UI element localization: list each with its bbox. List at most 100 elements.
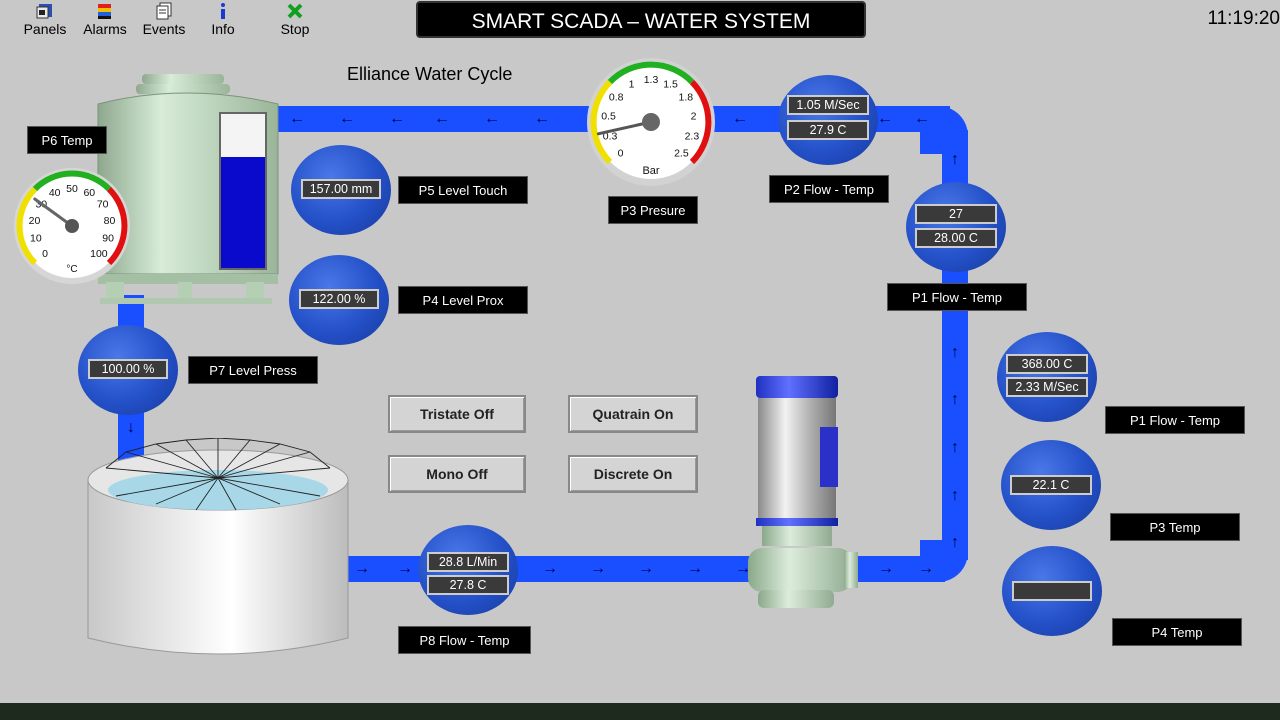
pressure-gauge-tick-label: 2 xyxy=(691,110,697,122)
toolbar: Panels Alarms Events Info Stop xyxy=(0,0,1280,40)
temp-gauge-unit: °C xyxy=(66,264,77,275)
events-icon xyxy=(156,2,172,20)
pressure-gauge-unit: Bar xyxy=(642,165,659,177)
p2-temp-readout: 27.9 C xyxy=(787,120,869,140)
temperature-gauge: 0102030405060708090100 °C xyxy=(14,168,130,284)
pressure-gauge-tick-label: 2.5 xyxy=(674,147,689,159)
p4-level-readout: 122.00 % xyxy=(299,289,379,309)
panels-icon xyxy=(36,4,52,19)
flow-arrow-up: ↑ xyxy=(951,439,959,456)
flow-arrow-right: → xyxy=(918,560,934,577)
panels-button[interactable]: Panels xyxy=(15,2,75,37)
flow-arrow-up: ↑ xyxy=(951,391,959,408)
label-p7-level-press: P7 Level Press xyxy=(188,356,318,384)
flow-arrow-right: → xyxy=(687,560,703,577)
label-p6-temp: P6 Temp xyxy=(27,126,107,154)
temp-gauge-tick-label: 40 xyxy=(49,187,61,199)
pressure-gauge-tick-label: 0 xyxy=(618,147,624,159)
pump xyxy=(748,376,858,608)
p5-level-readout: 157.00 mm xyxy=(301,179,381,199)
p3-temp-readout: 22.1 C xyxy=(1010,475,1092,495)
tank-level-indicator xyxy=(219,112,267,270)
info-label: Info xyxy=(211,21,235,37)
mono-off-button[interactable]: Mono Off xyxy=(388,455,526,493)
pressure-gauge-tick-label: 0.8 xyxy=(609,92,624,104)
temp-gauge-needle xyxy=(33,197,74,228)
label-p1-flow-temp-right: P1 Flow - Temp xyxy=(1105,406,1245,434)
discrete-on-button[interactable]: Discrete On xyxy=(568,455,698,493)
info-icon xyxy=(221,3,225,19)
sensor-p1-top: 27 28.00 C xyxy=(906,182,1006,272)
p1-temp-readout: 28.00 C xyxy=(915,228,997,248)
tank-level-fill xyxy=(221,157,265,268)
p8-temp-readout: 27.8 C xyxy=(427,575,509,595)
clock: 11:19:20 xyxy=(1207,8,1280,29)
flow-arrow-left: ← xyxy=(534,110,550,127)
flow-arrow-right: → xyxy=(638,560,654,577)
pressure-gauge-tick-label: 1.5 xyxy=(663,79,678,91)
info-button[interactable]: Info xyxy=(193,2,253,37)
flow-arrow-down: ↓ xyxy=(127,419,135,436)
stop-icon xyxy=(287,3,303,19)
label-p4-level-prox: P4 Level Prox xyxy=(398,286,528,314)
flow-arrow-left: ← xyxy=(484,110,500,127)
diagram-title: Elliance Water Cycle xyxy=(347,64,513,84)
pressure-gauge-tick-label: 1.8 xyxy=(678,92,693,104)
label-p3-presure: P3 Presure xyxy=(608,196,698,224)
label-p5-level-touch: P5 Level Touch xyxy=(398,176,528,204)
sensor-p5: 157.00 mm xyxy=(291,145,391,235)
flow-arrow-left: ← xyxy=(434,110,450,127)
alarms-label: Alarms xyxy=(83,21,127,37)
pressure-gauge-needle xyxy=(596,120,653,136)
p1-right-flow-readout: 2.33 M/Sec xyxy=(1006,377,1088,397)
flow-arrow-up: ↑ xyxy=(951,487,959,504)
p1-right-temp-readout: 368.00 C xyxy=(1006,354,1088,374)
flow-arrow-left: ← xyxy=(339,110,355,127)
flow-arrow-right: → xyxy=(735,560,751,577)
flow-arrow-left: ← xyxy=(732,110,748,127)
flow-arrow-right: → xyxy=(397,560,413,577)
flow-arrow-left: ← xyxy=(877,110,893,127)
reservoir-tank xyxy=(87,438,349,655)
alarms-button[interactable]: Alarms xyxy=(75,2,135,37)
label-p2-flow-temp: P2 Flow - Temp xyxy=(769,175,889,203)
label-p3-temp: P3 Temp xyxy=(1110,513,1240,541)
p8-flow-readout: 28.8 L/Min xyxy=(427,552,509,572)
p4-temp-readout xyxy=(1012,581,1092,601)
pressure-gauge-tick-label: 1 xyxy=(629,79,635,91)
os-taskbar xyxy=(0,703,1280,720)
p2-flow-readout: 1.05 M/Sec xyxy=(787,95,869,115)
flow-arrow-left: ← xyxy=(914,110,930,127)
temp-gauge-tick-label: 80 xyxy=(104,215,116,227)
window-title: SMART SCADA – WATER SYSTEM xyxy=(416,1,866,38)
pressure-gauge-tick-label: 1.3 xyxy=(644,74,659,86)
pressure-gauge-tick-label: 2.3 xyxy=(685,130,700,142)
label-p8-flow-temp: P8 Flow - Temp xyxy=(398,626,531,654)
flow-arrow-right: → xyxy=(590,560,606,577)
flow-arrow-right: → xyxy=(542,560,558,577)
sensor-p4-prox: 122.00 % xyxy=(289,255,389,345)
p7-level-readout: 100.00 % xyxy=(88,359,168,379)
sensor-p7: 100.00 % xyxy=(78,325,178,415)
flow-arrow-right: → xyxy=(878,560,894,577)
temp-gauge-tick-label: 0 xyxy=(42,248,48,260)
sensor-p8: 28.8 L/Min 27.8 C xyxy=(418,525,518,615)
temp-gauge-tick-label: 100 xyxy=(90,248,108,260)
panels-label: Panels xyxy=(23,21,67,37)
quatrain-on-button[interactable]: Quatrain On xyxy=(568,395,698,433)
events-label: Events xyxy=(142,21,186,37)
flow-arrow-left: ← xyxy=(389,110,405,127)
stop-label: Stop xyxy=(280,21,310,37)
flow-arrow-up: ↑ xyxy=(951,151,959,168)
flow-arrow-right: → xyxy=(354,560,370,577)
temp-gauge-tick-label: 90 xyxy=(102,233,114,245)
events-button[interactable]: Events xyxy=(134,2,194,37)
sensor-p3-temp: 22.1 C xyxy=(1001,440,1101,530)
stop-button[interactable]: Stop xyxy=(265,2,325,37)
temp-gauge-tick-label: 70 xyxy=(97,199,109,211)
temp-gauge-tick-label: 50 xyxy=(66,183,78,195)
sensor-p4-temp xyxy=(1002,546,1102,636)
alarms-icon xyxy=(98,4,111,19)
tristate-off-button[interactable]: Tristate Off xyxy=(388,395,526,433)
sensor-p2: 1.05 M/Sec 27.9 C xyxy=(778,75,878,165)
